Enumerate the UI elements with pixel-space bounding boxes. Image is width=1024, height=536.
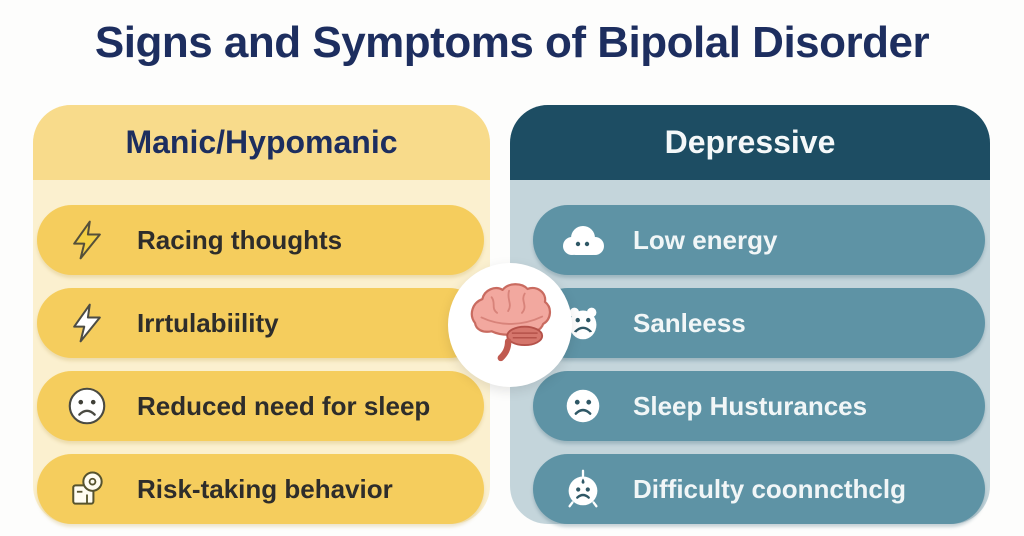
column-manic-rows: Racing thoughts Irrtulabiility: [33, 205, 490, 524]
list-item-label: Reduced need for sleep: [137, 390, 431, 421]
cloud-icon: [557, 214, 609, 266]
list-item-label: Racing thoughts: [137, 224, 343, 255]
list-item-label: Risk-taking behavior: [137, 473, 393, 504]
column-depressive-rows: Low energy: [510, 205, 990, 524]
list-item-difficulty-concentrating: Difficulty coonncthclg: [533, 454, 985, 524]
lightning-filled-icon: [61, 214, 113, 266]
list-item-sadness: Sanleess: [533, 288, 985, 358]
sad-face-icon: [61, 380, 113, 432]
page-title: Signs and Symptoms of Bipolal Disorder: [94, 18, 930, 67]
list-item-label: Difficulty coonncthclg: [633, 473, 906, 504]
list-item-low-energy: Low energy: [533, 205, 985, 275]
list-item-label: Irrtulabiility: [137, 307, 279, 338]
risk-taking-icon: [61, 463, 113, 515]
sad-face-icon: [557, 380, 609, 432]
column-depressive-header: Depressive: [510, 105, 990, 180]
list-item-sleep-disturbances: Sleep Husturances: [533, 371, 985, 441]
list-item-label: Low energy: [633, 224, 778, 255]
brain-icon: [464, 280, 556, 371]
column-depressive: Depressive Low energy: [510, 105, 990, 524]
list-item-label: Sleep Husturances: [633, 390, 868, 421]
list-item-label: Sanleess: [633, 307, 746, 338]
alarm-face-icon: [557, 463, 609, 515]
list-item-racing-thoughts: Racing thoughts: [37, 205, 484, 275]
center-brain-badge: [448, 263, 572, 387]
lightning-outline-icon: [61, 297, 113, 349]
list-item-irritability: Irrtulabiility: [37, 288, 484, 358]
sad-blob-icon: [557, 297, 609, 349]
column-manic: Manic/Hypomanic Racing thoughts Irrtulab…: [33, 105, 490, 524]
list-item-risk-taking: Risk-taking behavior: [37, 454, 484, 524]
column-manic-header: Manic/Hypomanic: [33, 105, 490, 180]
list-item-reduced-sleep: Reduced need for sleep: [37, 371, 484, 441]
